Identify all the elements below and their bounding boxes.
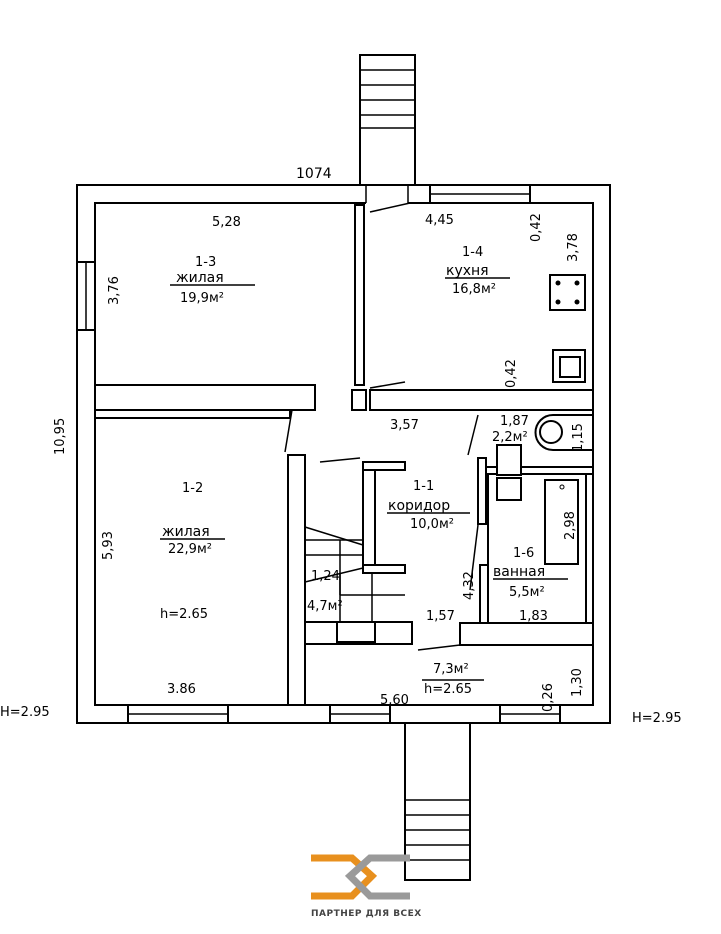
svg-text:4,7м²: 4,7м² bbox=[307, 599, 343, 614]
svg-text:3.86: 3.86 bbox=[167, 682, 196, 697]
svg-text:коридор: коридор bbox=[388, 498, 450, 514]
svg-text:5,5м²: 5,5м² bbox=[509, 585, 545, 600]
svg-text:3,76: 3,76 bbox=[107, 276, 122, 305]
svg-text:10,0м²: 10,0м² bbox=[410, 517, 454, 532]
svg-text:h=2.65: h=2.65 bbox=[160, 607, 208, 622]
bathtub-icon bbox=[544, 479, 579, 565]
svg-text:5,60: 5,60 bbox=[380, 693, 409, 708]
overall-depth: 10,95 bbox=[53, 418, 68, 455]
svg-text:16,8м²: 16,8м² bbox=[452, 282, 496, 297]
svg-text:22,9м²: 22,9м² bbox=[168, 542, 212, 557]
svg-text:0,42: 0,42 bbox=[529, 213, 544, 242]
svg-text:1,57: 1,57 bbox=[426, 609, 455, 624]
doors bbox=[284, 202, 479, 651]
room-1-3: 5,28 3,76 1-3 жилая 19,9м² bbox=[107, 215, 241, 306]
svg-text:жилая: жилая bbox=[176, 270, 224, 286]
overall-width: 1074 bbox=[296, 166, 332, 182]
svg-text:1-3: 1-3 bbox=[195, 255, 216, 270]
svg-text:3,57: 3,57 bbox=[390, 418, 419, 433]
svg-text:1-1: 1-1 bbox=[413, 479, 434, 494]
svg-text:1-6: 1-6 bbox=[513, 546, 534, 561]
svg-text:кухня: кухня bbox=[446, 263, 489, 279]
room-1-2: 5,93 1-2 жилая 22,9м² h=2.65 3.86 bbox=[101, 481, 212, 697]
svg-text:5,93: 5,93 bbox=[101, 531, 116, 560]
svg-text:2,98: 2,98 bbox=[563, 511, 578, 540]
svg-text:1,87: 1,87 bbox=[500, 414, 529, 429]
svg-text:4,45: 4,45 bbox=[425, 213, 454, 228]
svg-text:1,24: 1,24 bbox=[311, 569, 340, 584]
svg-text:1-2: 1-2 bbox=[182, 481, 203, 496]
svg-text:2,2м²: 2,2м² bbox=[492, 430, 528, 445]
windows bbox=[76, 184, 561, 724]
svg-text:1-4: 1-4 bbox=[462, 245, 483, 260]
room-1-6: 2,98 1-6 ванная 5,5м² 1,83 bbox=[493, 511, 578, 624]
svg-text:ПАРТНЕР ДЛЯ ВСЕХ: ПАРТНЕР ДЛЯ ВСЕХ bbox=[311, 909, 422, 919]
interior-walls bbox=[94, 204, 594, 706]
room-stair: 1,24 4,7м² bbox=[307, 569, 343, 614]
svg-text:19,9м²: 19,9м² bbox=[180, 291, 224, 306]
washbasin-icon bbox=[496, 444, 522, 476]
fixtures bbox=[496, 274, 594, 565]
room-1-1: 3,57 1-1 коридор 10,0м² 4,32 1,57 bbox=[388, 418, 477, 624]
height-left: H=2.95 bbox=[0, 705, 50, 720]
svg-text:1,30: 1,30 bbox=[570, 668, 585, 697]
top-stairs bbox=[359, 54, 416, 186]
company-logo: ПАРТНЕР ДЛЯ ВСЕХ bbox=[311, 854, 422, 919]
label-underlines bbox=[160, 277, 568, 681]
room-1-4: 4,45 0,42 3,78 0,42 1-4 кухня 16,8м² bbox=[425, 213, 581, 388]
svg-text:0,42: 0,42 bbox=[504, 359, 519, 388]
room-vestibule: 7,3м² h=2.65 5,60 0,26 1,30 bbox=[380, 662, 585, 712]
stove-icon bbox=[549, 274, 586, 311]
svg-text:1,15: 1,15 bbox=[571, 423, 586, 452]
svg-text:3,78: 3,78 bbox=[566, 233, 581, 262]
svg-text:0,26: 0,26 bbox=[541, 683, 556, 712]
svg-text:4,32: 4,32 bbox=[462, 571, 477, 600]
internal-stairs bbox=[304, 526, 405, 643]
svg-text:5,28: 5,28 bbox=[212, 215, 241, 230]
room-wc: 1,87 2,2м² 1,15 bbox=[492, 414, 586, 452]
svg-text:7,3м²: 7,3м² bbox=[433, 662, 469, 677]
bottom-stairs bbox=[404, 722, 471, 881]
svg-text:h=2.65: h=2.65 bbox=[424, 682, 472, 697]
height-right: H=2.95 bbox=[632, 711, 682, 726]
svg-text:1,83: 1,83 bbox=[519, 609, 548, 624]
svg-text:ванная: ванная bbox=[493, 564, 545, 580]
svg-text:жилая: жилая bbox=[162, 524, 210, 540]
